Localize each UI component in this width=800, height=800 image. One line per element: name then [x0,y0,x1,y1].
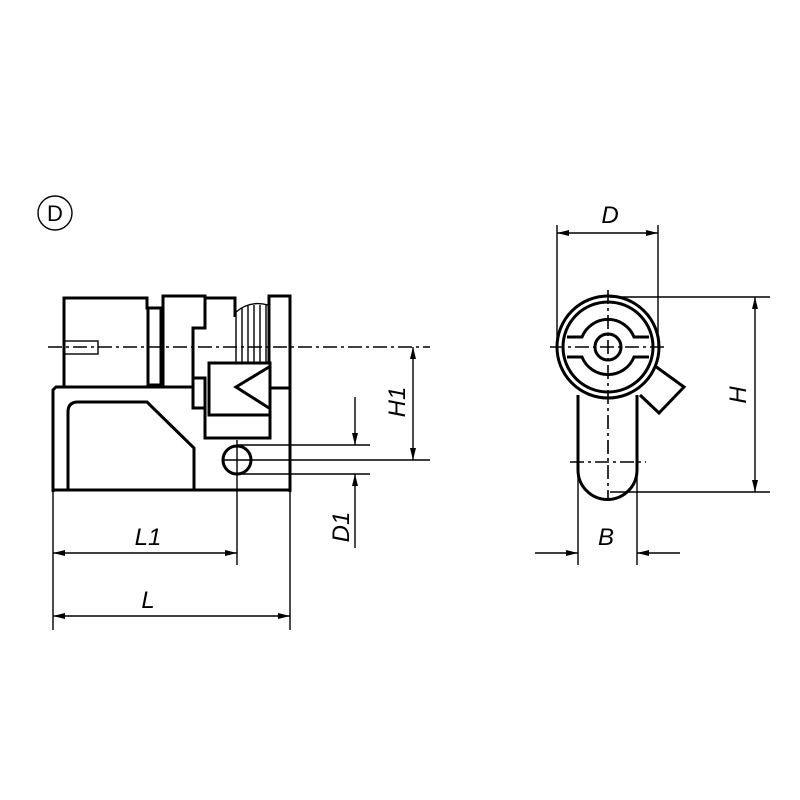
front-view [550,290,687,501]
side-view [48,294,430,492]
front-dimensions: D H B [535,202,770,565]
label-b: B [598,524,614,551]
label-d1: D1 [328,512,355,543]
label-l: L [141,587,154,614]
variant-badge: D [37,195,73,231]
label-d: D [601,202,618,229]
variant-label: D [47,201,63,226]
label-l1: L1 [135,524,162,551]
label-h: H [725,386,752,404]
side-dimensions: H1 D1 L1 L [52,347,430,630]
spring-coils [235,302,269,363]
label-h1: H1 [384,387,411,418]
